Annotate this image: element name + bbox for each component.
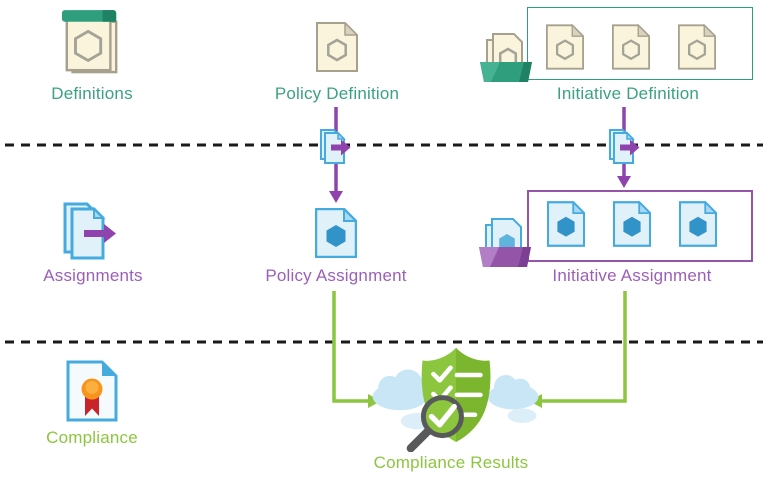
initiative-assignment-box (527, 190, 753, 262)
policy-definition-doc-icon (546, 24, 584, 70)
policy-assignment-doc-icon (679, 201, 717, 247)
initiative-assignment-label: Initiative Assignment (552, 266, 712, 285)
initiative-assignment-flow-icon (609, 129, 640, 164)
policy-definition-label: Policy Definition (274, 84, 400, 103)
initiative-definition-box (527, 7, 753, 80)
policy-assignment-icon (315, 208, 357, 258)
initiative-definition-label: Initiative Definition (556, 84, 700, 103)
initiative-assignment-to-compliance-arrow (529, 291, 627, 408)
policy-definition-doc-icon (678, 24, 716, 70)
compliance-icon (66, 360, 118, 422)
assignments-label: Assignments (43, 266, 143, 285)
initiative-assignment-tray-icon (479, 218, 531, 267)
policy-definition-doc-icon (612, 24, 650, 70)
assignments-icon (63, 202, 116, 260)
definitions-label: Definitions (51, 84, 133, 103)
compliance-label: Compliance (46, 428, 138, 447)
compliance-results-icon (372, 347, 539, 452)
definitions-icon (61, 10, 118, 74)
policy-assignment-doc-icon (547, 201, 585, 247)
policy-assignment-doc-icon (613, 201, 651, 247)
policy-definition-icon (316, 22, 358, 72)
cloud-icon (372, 369, 539, 411)
compliance-results-label: Compliance Results (373, 453, 529, 472)
policy-assignment-label: Policy Assignment (265, 266, 407, 285)
magnifier-icon (406, 395, 464, 452)
initiative-definition-tray-icon (480, 33, 532, 82)
policy-assignment-flow-icon (320, 129, 351, 164)
